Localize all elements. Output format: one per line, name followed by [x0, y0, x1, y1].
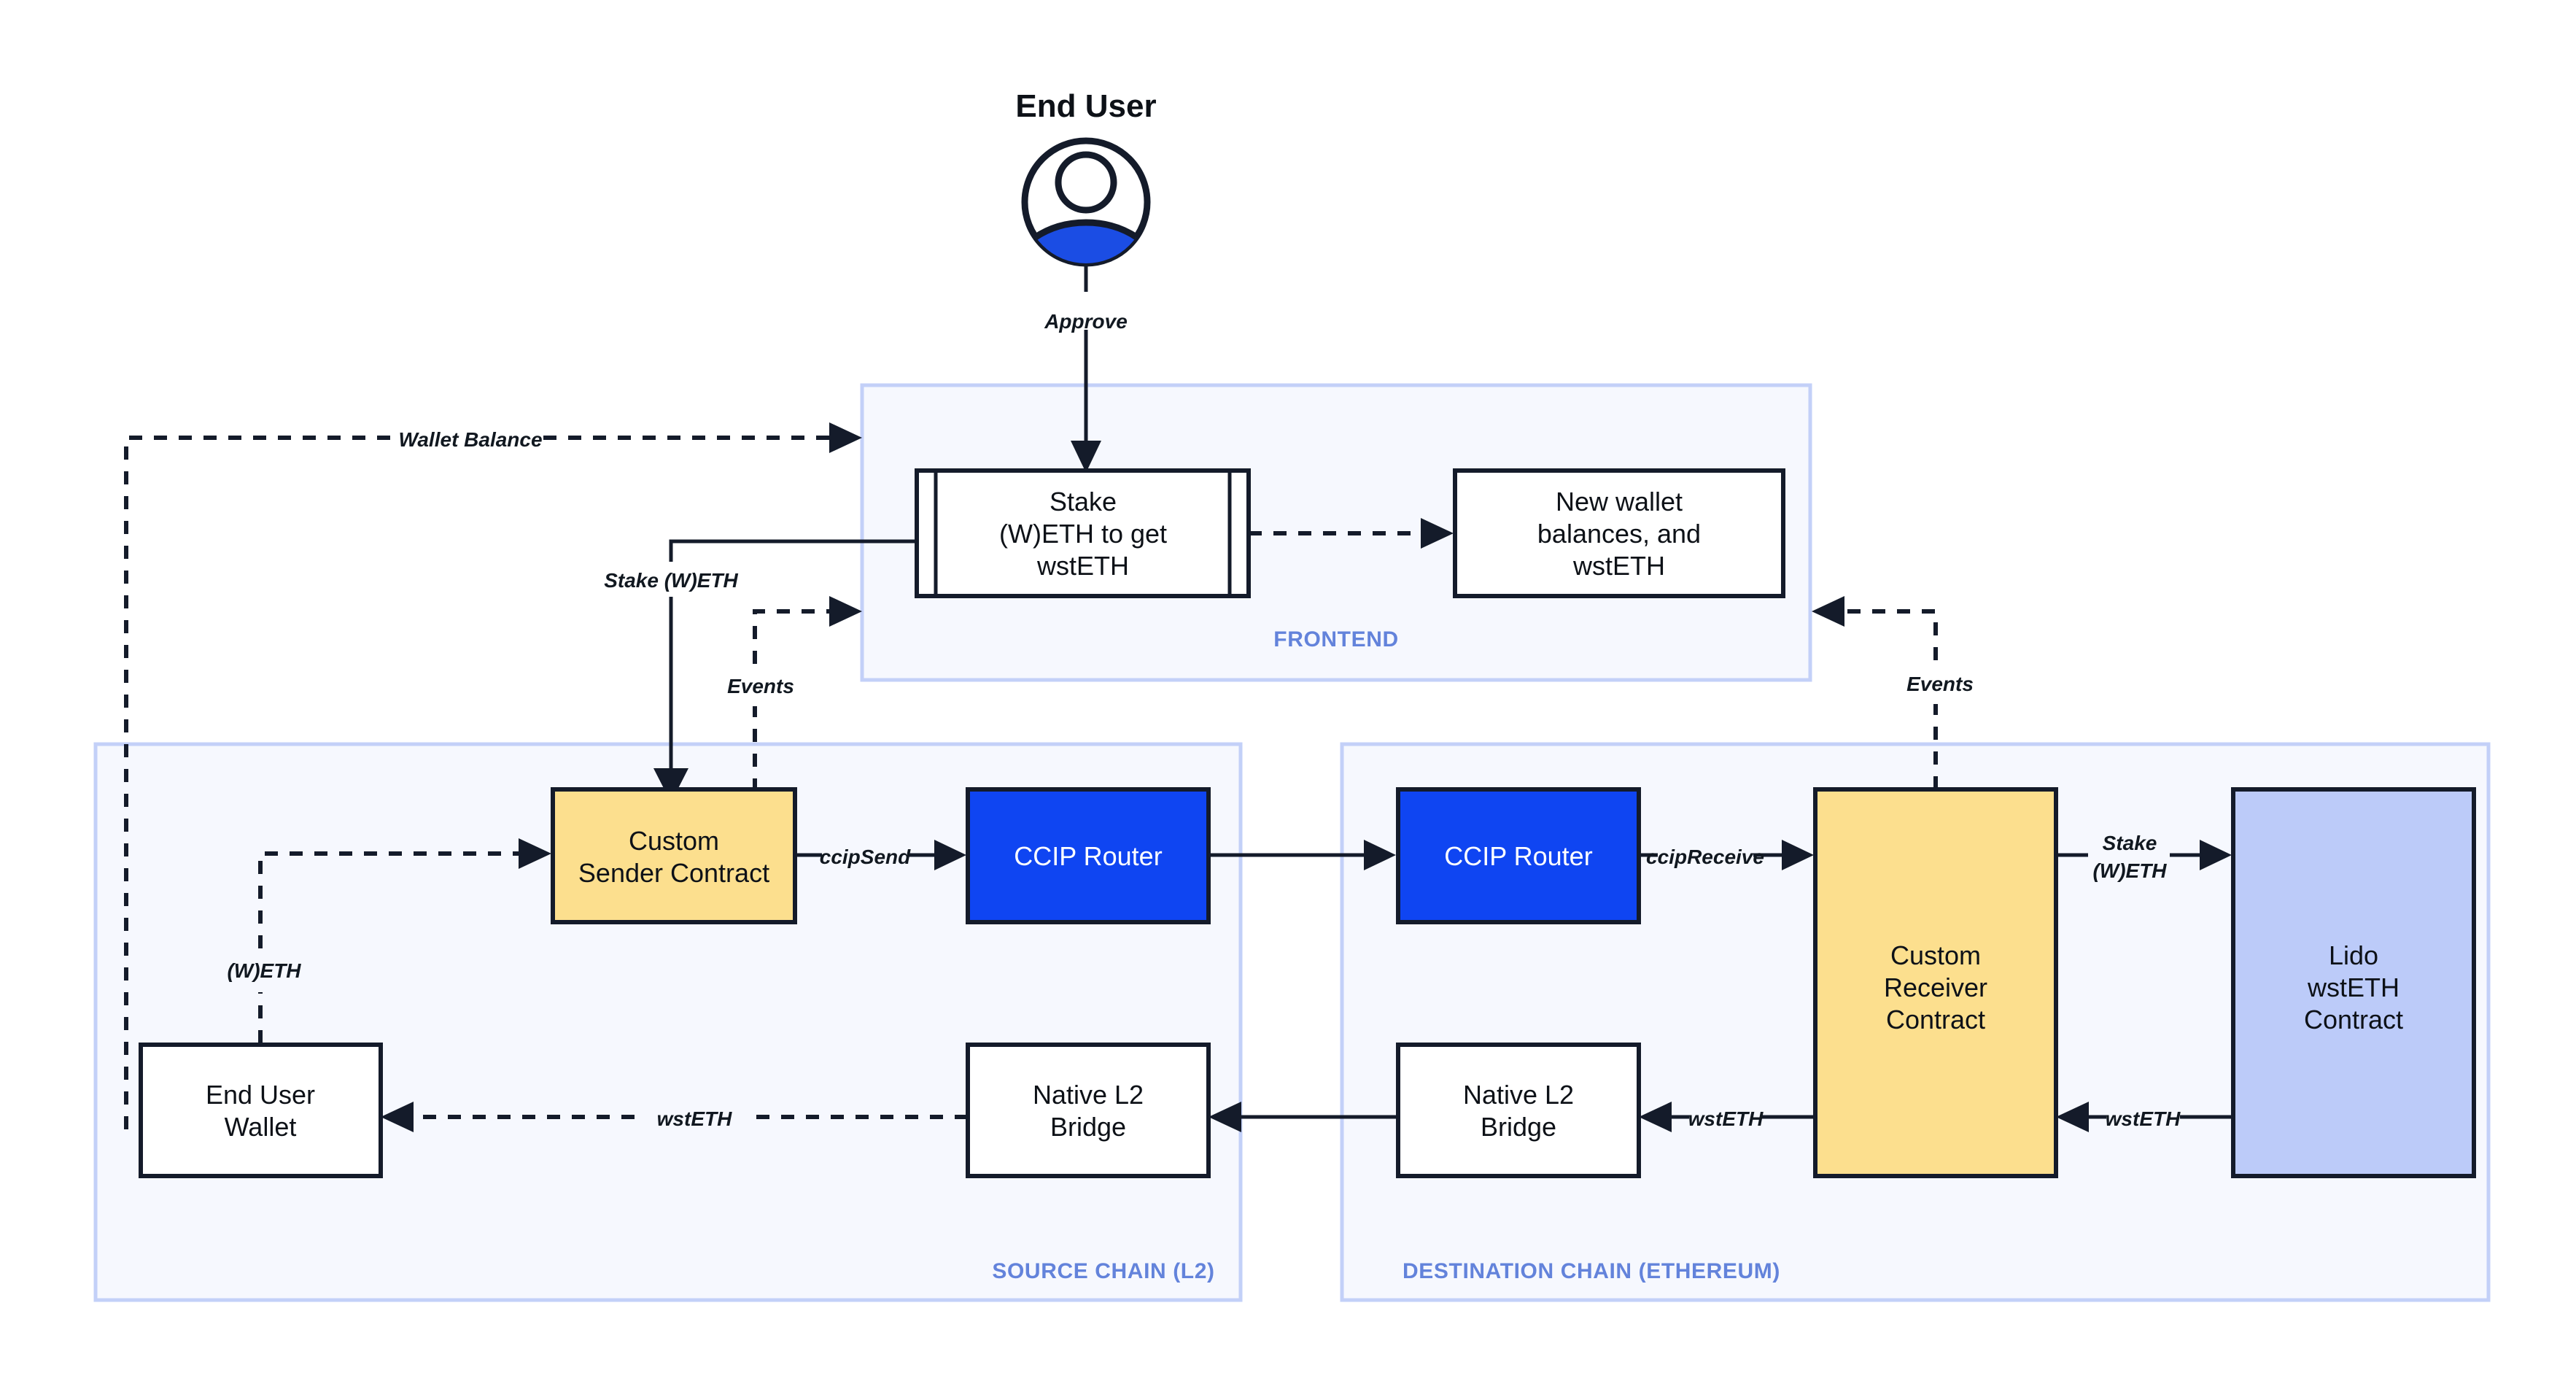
node-native-bridge-source[interactable]: Native L2 Bridge [966, 1043, 1211, 1178]
node-native-bridge-destination[interactable]: Native L2 Bridge [1396, 1043, 1641, 1178]
edge-label-weth: (W)ETH [227, 959, 301, 982]
node-ccip-router-source-label: CCIP Router [1014, 841, 1162, 871]
edge-bridge-hop [1209, 1102, 1396, 1132]
node-stake-ui[interactable]: Stake (W)ETH to get wstETH [915, 468, 1251, 598]
node-custom-receiver-line3: Contract [1886, 1005, 1985, 1034]
edge-label-wallet-balance: Wallet Balance [398, 428, 542, 451]
edge-label-stake-weth: Stake (W)ETH [604, 569, 738, 592]
zone-label-destination-chain: DESTINATION CHAIN (ETHEREUM) [1403, 1259, 1780, 1283]
node-stake-ui-line1: Stake [1050, 487, 1117, 517]
edge-label-ccipsend: ccipSend [820, 846, 911, 868]
node-new-balances-line2: balances, and [1537, 519, 1701, 549]
edge-label-events-source: Events [727, 675, 794, 697]
node-ccip-router-destination[interactable]: CCIP Router [1396, 787, 1641, 924]
edge-wsteth-bridge [1639, 1102, 1815, 1132]
node-custom-receiver-line1: Custom [1890, 940, 1981, 970]
node-custom-receiver[interactable]: Custom Receiver Contract [1813, 787, 2058, 1178]
edge-ccip-hop [1209, 840, 1396, 870]
edge-label-stake-destination-line2: (W)ETH [2092, 859, 2167, 882]
node-stake-ui-line2: (W)ETH to get [999, 519, 1167, 549]
edge-label-wsteth-lido: wstETH [2106, 1107, 2181, 1130]
edge-wsteth-lido [2056, 1102, 2233, 1132]
node-end-user-wallet-line1: End User [206, 1080, 315, 1110]
edge-new-balances [1249, 518, 1454, 549]
edge-label-stake-destination-line1: Stake [2103, 832, 2157, 854]
edge-label-ccipreceive: ccipReceive [1646, 846, 1764, 868]
node-new-balances[interactable]: New wallet balances, and wstETH [1453, 468, 1785, 598]
edge-approve [1071, 265, 1101, 473]
edge-label-wsteth-wallet: wstETH [657, 1107, 732, 1130]
zone-label-source-chain: SOURCE CHAIN (L2) [992, 1259, 1214, 1283]
node-custom-receiver-line2: Receiver [1884, 972, 1987, 1002]
node-lido-line3: Contract [2304, 1005, 2403, 1034]
edge-ccipreceive [1639, 840, 1814, 870]
node-new-balances-line3: wstETH [1572, 551, 1665, 581]
edge-label-approve: Approve [1044, 310, 1128, 333]
edge-label-wsteth-bridge: wstETH [1688, 1107, 1764, 1130]
node-lido-wsteth-contract[interactable]: Lido wstETH Contract [2231, 787, 2476, 1178]
node-stake-ui-line3: wstETH [1036, 551, 1129, 581]
edge-wsteth-wallet [381, 1102, 968, 1132]
node-lido-line2: wstETH [2307, 972, 2400, 1002]
node-new-balances-line1: New wallet [1556, 487, 1683, 517]
node-ccip-router-source[interactable]: CCIP Router [966, 787, 1211, 924]
node-custom-sender-line1: Custom [629, 826, 719, 856]
edge-weth-in [258, 838, 551, 1043]
node-custom-sender[interactable]: Custom Sender Contract [551, 787, 797, 924]
edge-ccipsend [795, 840, 966, 870]
node-end-user-wallet[interactable]: End User Wallet [139, 1043, 383, 1178]
zone-label-frontend: FRONTEND [1273, 627, 1398, 651]
page-title: End User [1015, 88, 1156, 124]
node-native-bridge-source-line1: Native L2 [1033, 1080, 1144, 1110]
node-end-user-wallet-line2: Wallet [225, 1112, 297, 1142]
edge-events-destination [1812, 596, 1938, 789]
node-lido-line1: Lido [2329, 940, 2378, 970]
edge-stake-weth [653, 539, 917, 803]
edge-label-events-destination: Events [1906, 673, 1974, 695]
node-native-bridge-destination-line2: Bridge [1481, 1112, 1556, 1142]
edge-stake-weth-destination [2056, 840, 2232, 870]
node-ccip-router-destination-label: CCIP Router [1444, 841, 1592, 871]
node-custom-sender-line2: Sender Contract [578, 858, 769, 888]
user-avatar-icon [1021, 137, 1151, 267]
edge-events-source [753, 596, 862, 792]
node-native-bridge-source-line2: Bridge [1050, 1112, 1126, 1142]
edge-wallet-balance [124, 422, 862, 1129]
node-native-bridge-destination-line1: Native L2 [1463, 1080, 1574, 1110]
